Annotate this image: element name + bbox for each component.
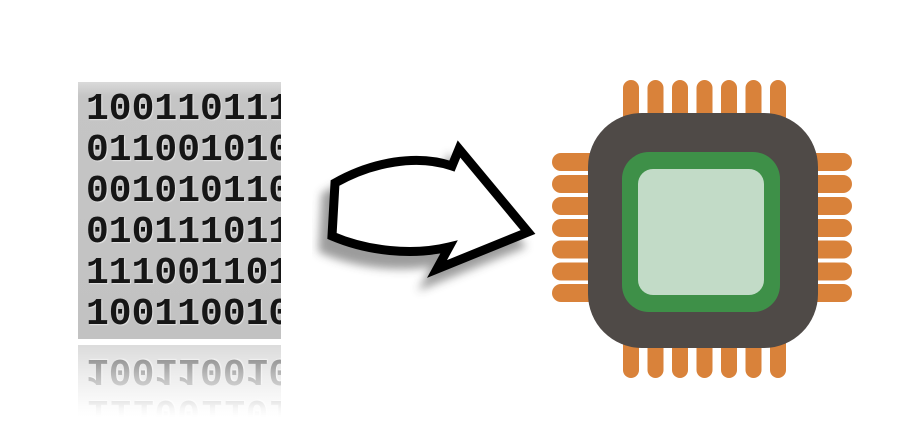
chip-core (638, 169, 764, 295)
arrow-body (327, 140, 536, 278)
binary-row: 010111011 (86, 211, 281, 254)
transform-arrow-icon (318, 140, 536, 291)
binary-panel-reflection: 100110111 011001010 001010110 010111011 … (78, 345, 281, 417)
binary-row: 001010110 (86, 170, 281, 213)
binary-row: 100110010 (86, 293, 281, 336)
binary-row: 100110111 (86, 88, 281, 131)
binary-row: 111001101 (86, 252, 281, 295)
binary-row: 011001010 (86, 129, 281, 172)
cpu-chip-icon (552, 80, 852, 378)
chip-pin (552, 153, 600, 171)
binary-data-panel: 100110111 011001010 001010110 010111011 … (78, 82, 281, 339)
reflection-fade-overlay (78, 345, 281, 417)
chip-pin (770, 80, 786, 125)
